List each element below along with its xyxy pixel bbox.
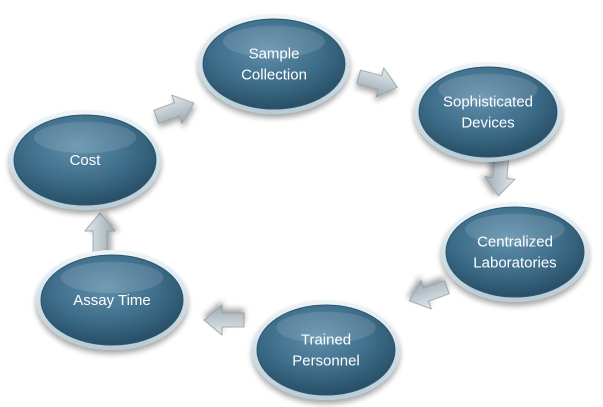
node-label-line: Laboratories xyxy=(473,255,556,272)
arrow-centralized-laboratories-to-trained-personnel xyxy=(408,279,450,310)
arrow-trained-personnel-to-assay-time xyxy=(203,304,245,336)
node-assay-time: Assay Time xyxy=(36,250,188,350)
node-gloss xyxy=(276,311,376,344)
arrow-sample-collection-to-sophisticated-devices xyxy=(356,67,398,98)
node-label-line: Centralized xyxy=(477,234,553,251)
node-body xyxy=(13,114,157,206)
node-label-line: Personnel xyxy=(292,353,360,370)
arrow-cost-to-sample-collection xyxy=(153,94,195,125)
node-gloss xyxy=(465,213,565,246)
node-gloss xyxy=(33,121,137,154)
node-gloss xyxy=(438,73,538,106)
node-body xyxy=(256,304,396,396)
node-gloss xyxy=(222,25,326,58)
node-gloss xyxy=(60,261,164,294)
node-label-line: Trained xyxy=(301,332,351,349)
node-label-line: Collection xyxy=(241,67,307,84)
node-label-line: Devices xyxy=(461,115,514,132)
node-body xyxy=(202,18,346,110)
node-label-line: Cost xyxy=(70,152,102,169)
arrow-assay-time-to-cost xyxy=(84,212,116,254)
node-label-line: Assay Time xyxy=(73,292,151,309)
node-body xyxy=(418,66,558,158)
node-label-line: Sophisticated xyxy=(443,94,533,111)
node-label-line: Sample xyxy=(249,46,300,63)
node-cost: Cost xyxy=(9,110,161,210)
node-body xyxy=(40,254,184,346)
node-body xyxy=(445,206,585,298)
